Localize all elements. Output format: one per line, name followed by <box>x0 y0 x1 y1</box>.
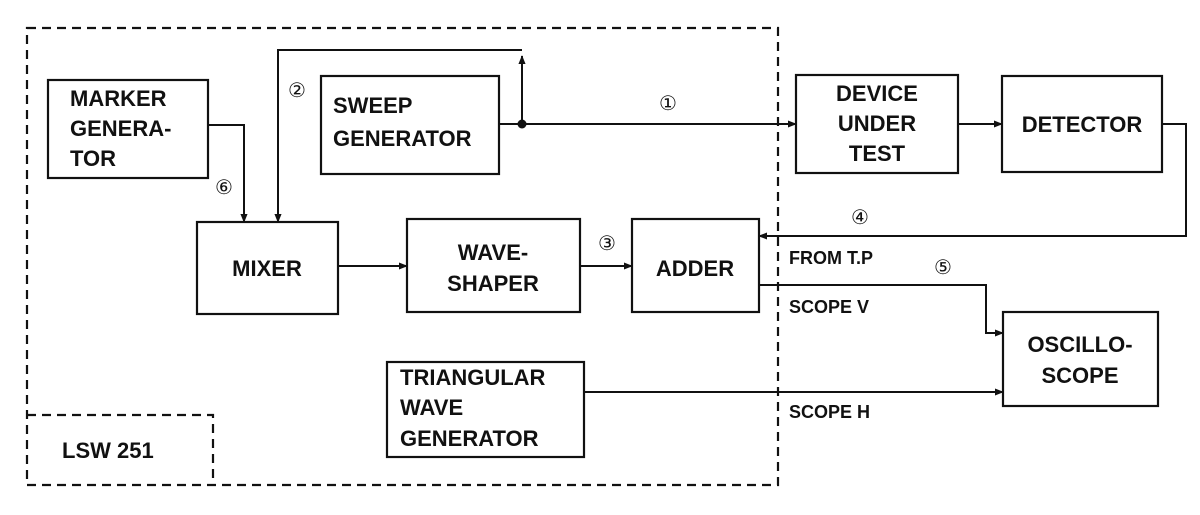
oscilloscope-line-1: OSCILLO- <box>1027 332 1132 357</box>
marker-generator-line-1: MARKER <box>70 86 167 111</box>
device-under-test-line-2: UNDER <box>838 111 916 136</box>
marker-generator-line-3: TOR <box>70 146 116 171</box>
wave-shaper-line-1: WAVE- <box>458 240 528 265</box>
path-number-3: ③ <box>598 231 616 255</box>
scope-h-label: SCOPE H <box>789 402 870 422</box>
detector-label: DETECTOR <box>1022 112 1143 137</box>
wave-shaper-block: WAVE- SHAPER <box>405 217 582 314</box>
from-tp-label: FROM T.P <box>789 248 873 268</box>
wave-shaper-line-2: SHAPER <box>447 271 539 296</box>
path-number-5: ⑤ <box>934 255 952 279</box>
device-under-test-line-1: DEVICE <box>836 81 918 106</box>
path-number-6: ⑥ <box>215 175 233 199</box>
path-number-4: ④ <box>851 205 869 229</box>
oscilloscope-block: OSCILLO- SCOPE <box>1001 310 1160 408</box>
triangular-wave-generator-line-1: TRIANGULAR <box>400 365 546 390</box>
sweep-to-mixer-wire <box>274 49 522 223</box>
device-under-test-block: DEVICE UNDER TEST <box>794 73 960 175</box>
lsw251-label-box <box>27 413 215 485</box>
path-number-2: ② <box>288 78 306 102</box>
marker-to-mixer-wire <box>208 124 248 223</box>
lsw251-label: LSW 251 <box>62 438 154 463</box>
mixer-block: MIXER <box>195 220 340 316</box>
sweep-generator-line-1: SWEEP <box>333 93 412 118</box>
mixer-label: MIXER <box>232 256 302 281</box>
detector-to-adder-wire <box>758 123 1187 240</box>
detector-block: DETECTOR <box>1000 74 1164 174</box>
triangular-wave-generator-line-3: GENERATOR <box>400 426 539 451</box>
marker-generator-block: MARKER GENERA- TOR <box>46 78 210 180</box>
path-number-1: ① <box>659 91 677 115</box>
sweep-generator-line-2: GENERATOR <box>333 126 472 151</box>
adder-label: ADDER <box>656 256 734 281</box>
triangular-wave-generator-line-2: WAVE <box>400 395 463 420</box>
sweep-generator-block: SWEEP GENERATOR <box>319 74 501 176</box>
triangular-wave-generator-block: TRIANGULAR WAVE GENERATOR <box>385 360 586 459</box>
oscilloscope-line-2: SCOPE <box>1041 363 1118 388</box>
lsw251-enclosure <box>25 26 780 487</box>
marker-generator-line-2: GENERA- <box>70 116 171 141</box>
scope-v-label: SCOPE V <box>789 297 869 317</box>
adder-to-scope-v-wire <box>759 284 1004 337</box>
adder-block: ADDER <box>630 217 761 314</box>
device-under-test-line-3: TEST <box>849 141 906 166</box>
